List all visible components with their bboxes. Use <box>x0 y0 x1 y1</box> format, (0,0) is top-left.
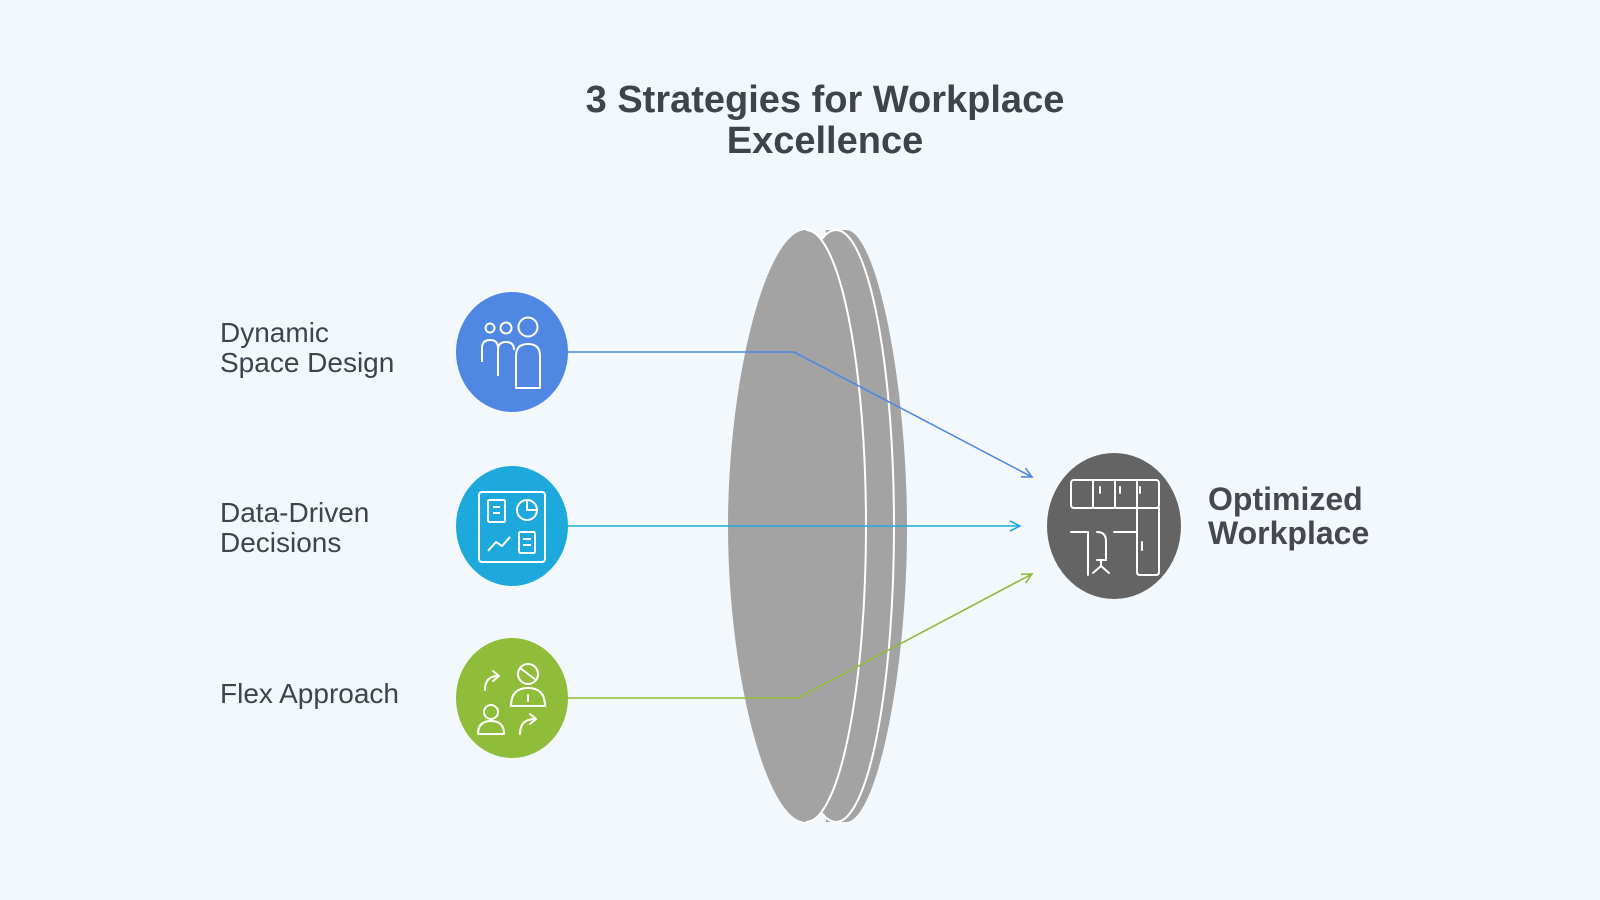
office-floorplan-icon <box>1070 479 1160 576</box>
strategy-label-dynamic-space: Dynamic Space Design <box>220 318 394 378</box>
strategy-label-line: Dynamic <box>220 317 329 348</box>
outcome-label: Optimized Workplace <box>1208 482 1369 550</box>
strategy-label-flex-approach: Flex Approach <box>220 679 399 709</box>
strategy-label-line: Decisions <box>220 527 342 558</box>
people-group-icon <box>481 316 541 389</box>
title-line-2: Excellence <box>726 120 924 162</box>
outcome-node <box>1047 453 1181 599</box>
strategy-node-flex-approach <box>456 638 568 758</box>
strategy-label-line: Data-Driven <box>220 497 370 528</box>
connector-dynamic-space <box>568 351 1034 478</box>
diagram-title: 3 Strategies for Workplace Excellence <box>0 80 1600 162</box>
title-line-1: 3 Strategies for Workplace <box>585 79 1065 121</box>
outcome-label-line-1: Optimized <box>1208 481 1363 517</box>
dashboard-icon <box>478 491 546 563</box>
strategy-node-dynamic-space <box>456 292 568 412</box>
strategy-label-line: Space Design <box>220 347 395 378</box>
connector-flex-approach <box>568 573 1034 699</box>
people-exchange-icon <box>477 663 546 735</box>
strategy-node-data-driven <box>456 466 568 586</box>
outcome-label-line-2: Workplace <box>1208 515 1370 551</box>
strategy-label-data-driven: Data-Driven Decisions <box>220 498 369 558</box>
strategy-label-line: Flex Approach <box>220 678 399 709</box>
